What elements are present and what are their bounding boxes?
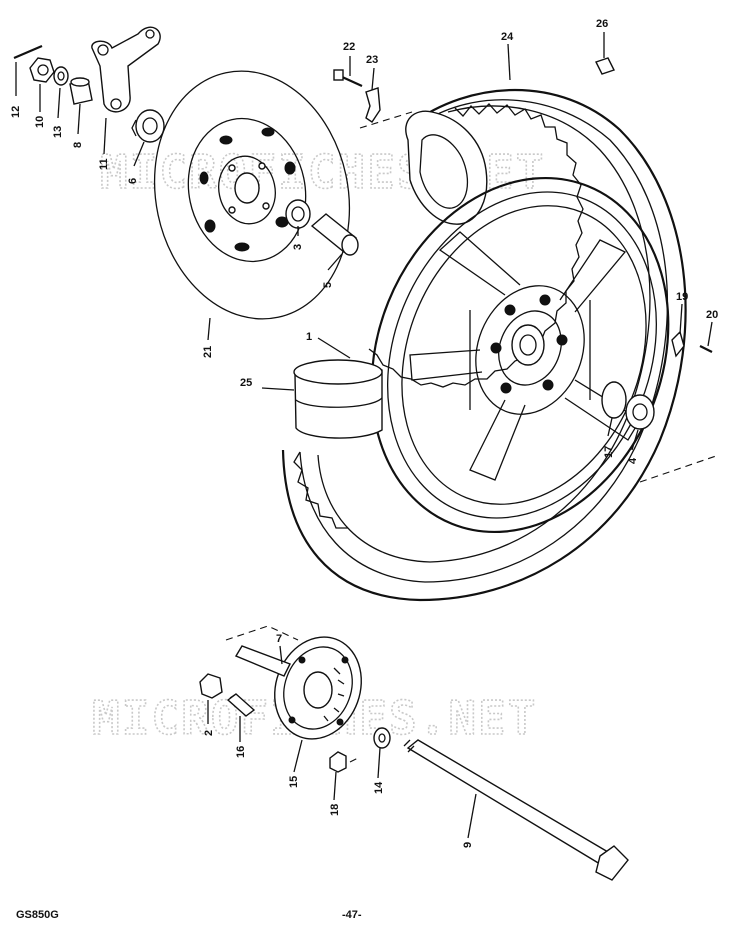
callout-18: 18 — [329, 804, 341, 816]
nut-2 — [199, 673, 223, 699]
bearing-3 — [285, 199, 311, 229]
pin-19 — [671, 330, 685, 358]
callout-17: 17 — [603, 446, 615, 458]
screw-20 — [699, 345, 713, 353]
caliper-holder — [91, 26, 161, 113]
callout-5: 5 — [322, 282, 334, 288]
callout-7: 7 — [276, 633, 282, 645]
callout-21: 21 — [202, 346, 214, 358]
callout-4: 4 — [627, 457, 639, 464]
inner-tube — [293, 359, 383, 439]
callout-2: 2 — [203, 730, 215, 736]
valve-cap-26 — [595, 57, 615, 75]
assembly-line-right — [639, 455, 717, 483]
cotter-pin — [13, 44, 43, 60]
assembly-line-bottom — [225, 625, 299, 641]
clip-23 — [365, 87, 381, 123]
nut-18 — [329, 751, 347, 773]
callout-26: 26 — [596, 18, 608, 30]
bolt-16 — [226, 693, 256, 717]
callout-19: 19 — [676, 291, 688, 303]
callout-15: 15 — [288, 776, 300, 788]
brake-panel — [274, 636, 362, 740]
callout-11: 11 — [98, 158, 110, 170]
spacer-8 — [69, 77, 93, 105]
bearing-4 — [625, 394, 655, 430]
callout-20: 20 — [706, 309, 718, 321]
callout-25: 25 — [240, 377, 252, 389]
callout-8: 8 — [72, 142, 84, 148]
oil-seal-17 — [601, 381, 627, 419]
washer-13 — [53, 66, 69, 86]
axle-nut — [29, 57, 55, 83]
rear-axle — [403, 739, 629, 881]
callout-14: 14 — [373, 781, 385, 794]
spacer-5 — [310, 213, 359, 256]
callout-24: 24 — [501, 31, 514, 43]
callout-13: 13 — [52, 126, 64, 138]
callout-6: 6 — [127, 178, 139, 184]
callout-16: 16 — [235, 746, 247, 758]
callout-9: 9 — [462, 842, 474, 848]
washer-14 — [373, 727, 391, 749]
shaft-7 — [234, 645, 291, 677]
leader-lines — [15, 32, 713, 839]
assembly-line-top — [359, 111, 413, 129]
brake-disc — [153, 70, 351, 320]
callout-3: 3 — [292, 244, 304, 250]
bearing-6 — [131, 109, 165, 143]
callout-22: 22 — [343, 41, 355, 53]
callout-23: 23 — [366, 54, 378, 66]
model-code: GS850G — [16, 909, 59, 921]
callout-labels: 12 10 13 8 11 6 3 5 21 22 23 24 26 19 20… — [10, 18, 718, 848]
bolt-22 — [333, 69, 363, 88]
page-number: -47- — [342, 909, 362, 921]
callout-1: 1 — [306, 331, 312, 343]
callout-10: 10 — [34, 116, 46, 128]
callout-12: 12 — [10, 106, 22, 118]
